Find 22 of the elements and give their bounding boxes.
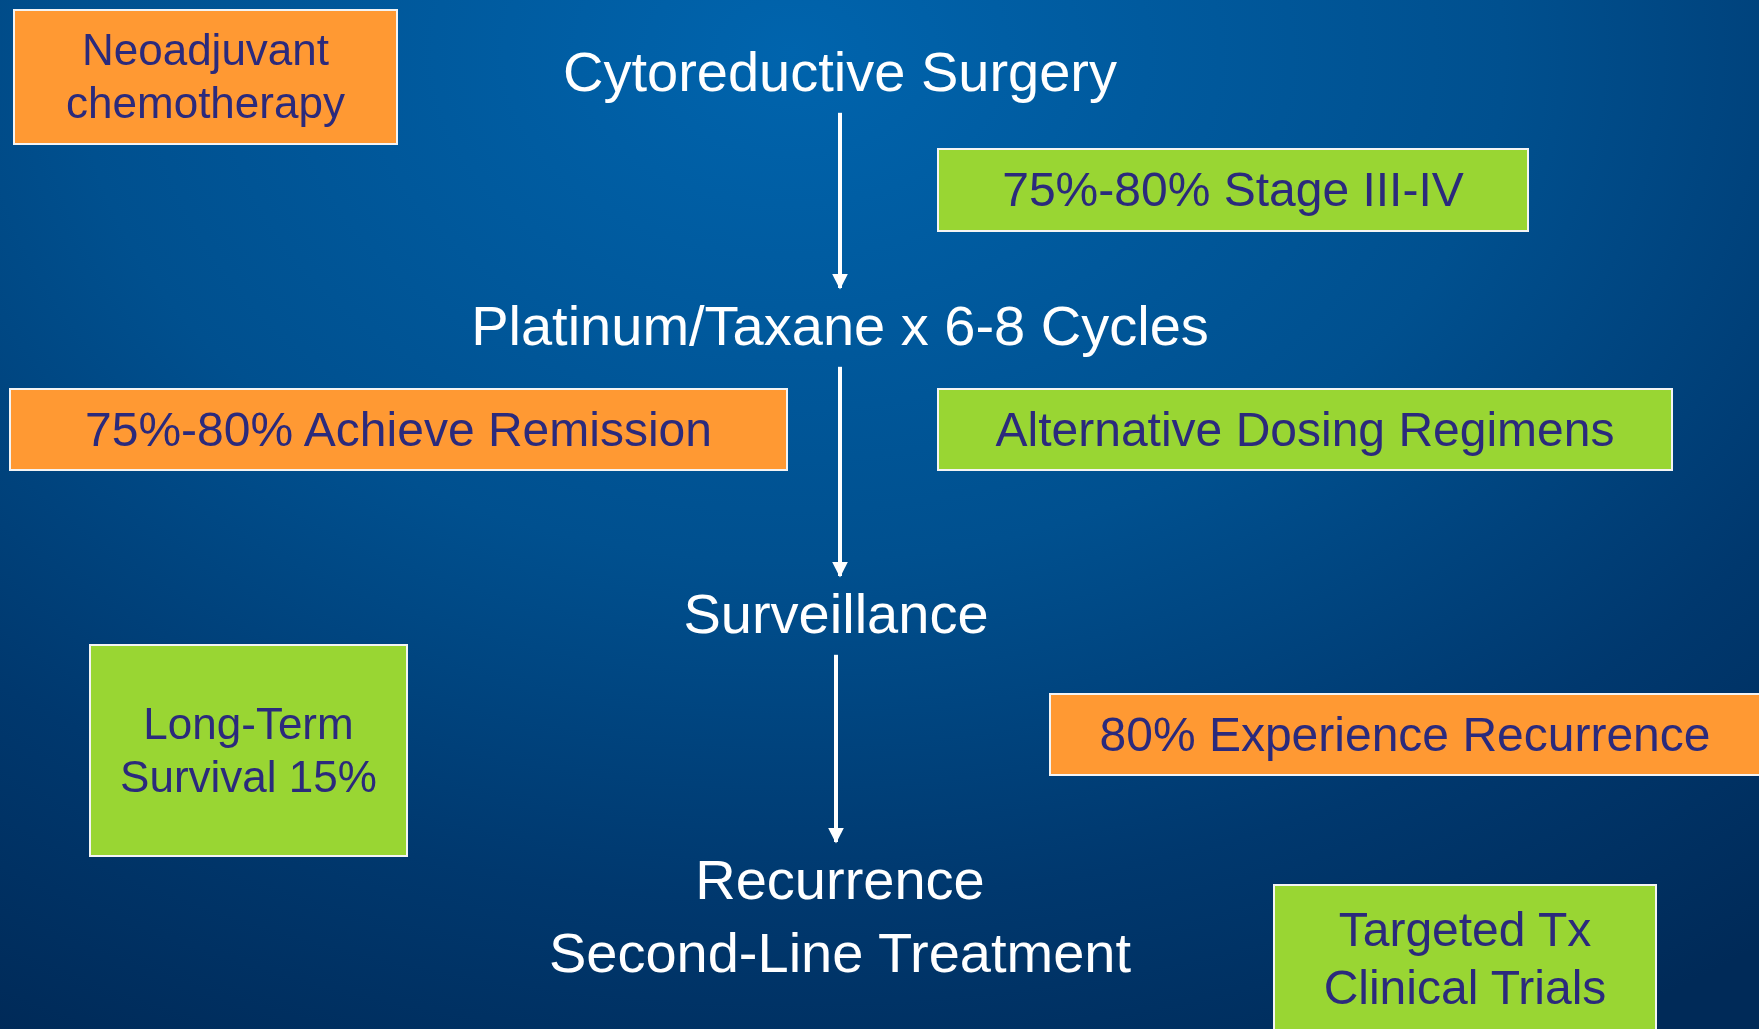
callout-text: Neoadjuvant chemotherapy	[65, 24, 346, 129]
callout-box	[1049, 693, 1759, 776]
arrow	[832, 112, 848, 290]
callout-text: 75%-80% Stage III-IV	[1002, 162, 1464, 219]
callout-text: 75%-80% Achieve Remission	[85, 401, 712, 458]
callout-text: 80% Experience Recurrence	[1099, 706, 1711, 763]
callout-box	[89, 644, 408, 857]
step-title: Surveillance	[683, 578, 989, 651]
step-title: Recurrence	[695, 847, 985, 913]
step-title: Platinum/Taxane x 6-8 Cycles	[471, 290, 1209, 363]
callout-box	[1273, 884, 1657, 1029]
callout-box	[9, 388, 788, 471]
arrow	[832, 366, 848, 578]
callout-box	[937, 388, 1673, 471]
step-title: Second-Line Treatment	[548, 919, 1132, 986]
step-title: Cytoreductive Surgery	[563, 36, 1117, 109]
callout-text: Alternative Dosing Regimens	[995, 401, 1615, 458]
callout-text: Long-Term Survival 15%	[119, 697, 378, 803]
callout-box	[937, 148, 1529, 232]
callout-text: Targeted Tx Clinical Trials	[1322, 902, 1608, 1016]
callout-box	[13, 9, 398, 145]
arrow	[828, 654, 844, 844]
